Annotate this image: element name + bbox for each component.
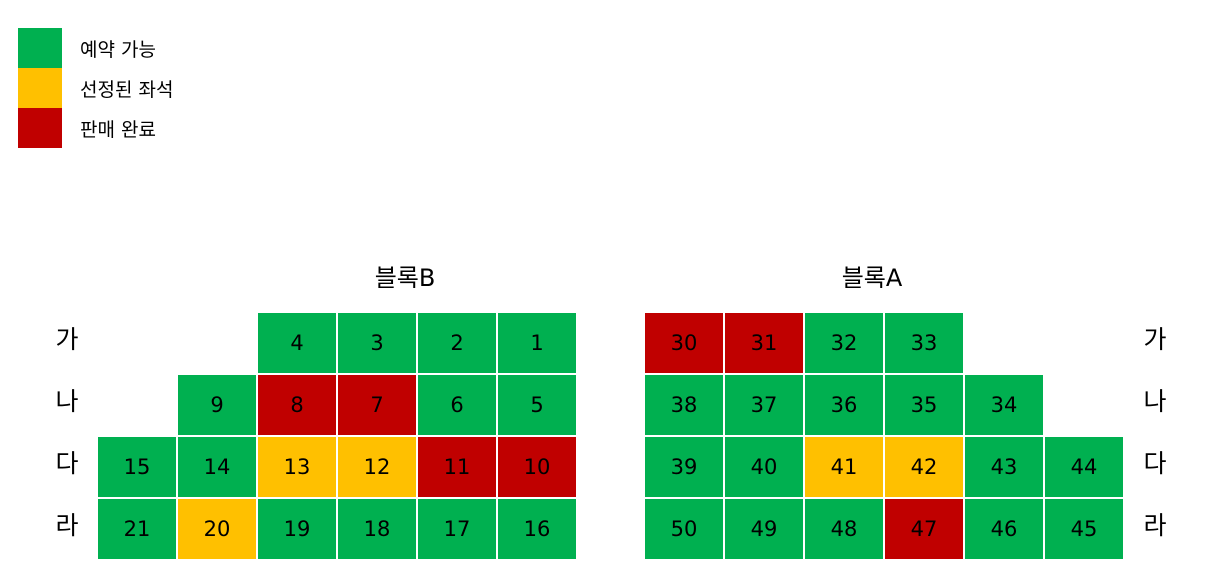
legend-item-selected: 선정된 좌석 (18, 68, 173, 108)
seat-42[interactable]: 42 (885, 437, 963, 497)
seat-3[interactable]: 3 (338, 313, 416, 373)
row-label-block-a-da: 다 (1143, 449, 1167, 478)
seat-8[interactable]: 8 (258, 375, 336, 435)
seat-32[interactable]: 32 (805, 313, 883, 373)
seat-12[interactable]: 12 (338, 437, 416, 497)
seat-16[interactable]: 16 (498, 499, 576, 559)
seat-39[interactable]: 39 (645, 437, 723, 497)
seat-13[interactable]: 13 (258, 437, 336, 497)
seat-50[interactable]: 50 (645, 499, 723, 559)
seat-36[interactable]: 36 (805, 375, 883, 435)
seat-1[interactable]: 1 (498, 313, 576, 373)
seat-38[interactable]: 38 (645, 375, 723, 435)
block-a-title: 블록A (841, 264, 903, 292)
legend-label-available: 예약 가능 (80, 38, 156, 61)
block-b-title: 블록B (374, 264, 436, 292)
seat-40[interactable]: 40 (725, 437, 803, 497)
seat-10[interactable]: 10 (498, 437, 576, 497)
legend-swatch-available (18, 28, 62, 68)
seat-43[interactable]: 43 (965, 437, 1043, 497)
seat-21[interactable]: 21 (98, 499, 176, 559)
row-label-block-b-ga: 가 (55, 325, 79, 354)
seat-35[interactable]: 35 (885, 375, 963, 435)
seat-11[interactable]: 11 (418, 437, 496, 497)
seat-33[interactable]: 33 (885, 313, 963, 373)
legend-item-sold: 판매 완료 (18, 108, 156, 148)
seat-49[interactable]: 49 (725, 499, 803, 559)
seat-44[interactable]: 44 (1045, 437, 1123, 497)
seat-4[interactable]: 4 (258, 313, 336, 373)
seat-18[interactable]: 18 (338, 499, 416, 559)
seat-6[interactable]: 6 (418, 375, 496, 435)
seat-17[interactable]: 17 (418, 499, 496, 559)
row-label-block-a-na: 나 (1143, 387, 1167, 416)
seat-14[interactable]: 14 (178, 437, 256, 497)
row-label-block-b-na: 나 (55, 387, 79, 416)
seat-48[interactable]: 48 (805, 499, 883, 559)
seat-7[interactable]: 7 (338, 375, 416, 435)
legend-swatch-selected (18, 68, 62, 108)
seat-19[interactable]: 19 (258, 499, 336, 559)
seat-45[interactable]: 45 (1045, 499, 1123, 559)
seat-30[interactable]: 30 (645, 313, 723, 373)
legend-label-selected: 선정된 좌석 (80, 78, 174, 101)
seat-2[interactable]: 2 (418, 313, 496, 373)
seat-15[interactable]: 15 (98, 437, 176, 497)
legend-item-available: 예약 가능 (18, 28, 156, 68)
seat-34[interactable]: 34 (965, 375, 1043, 435)
row-label-block-a-ra: 라 (1143, 511, 1167, 540)
row-label-block-a-ga: 가 (1143, 325, 1167, 354)
seat-5[interactable]: 5 (498, 375, 576, 435)
seat-37[interactable]: 37 (725, 375, 803, 435)
seat-41[interactable]: 41 (805, 437, 883, 497)
legend-label-sold: 판매 완료 (80, 118, 156, 141)
seat-9[interactable]: 9 (178, 375, 256, 435)
seat-47[interactable]: 47 (885, 499, 963, 559)
seat-46[interactable]: 46 (965, 499, 1043, 559)
seat-31[interactable]: 31 (725, 313, 803, 373)
row-label-block-b-da: 다 (55, 449, 79, 478)
legend-swatch-sold (18, 108, 62, 148)
row-label-block-b-ra: 라 (55, 511, 79, 540)
seat-20[interactable]: 20 (178, 499, 256, 559)
